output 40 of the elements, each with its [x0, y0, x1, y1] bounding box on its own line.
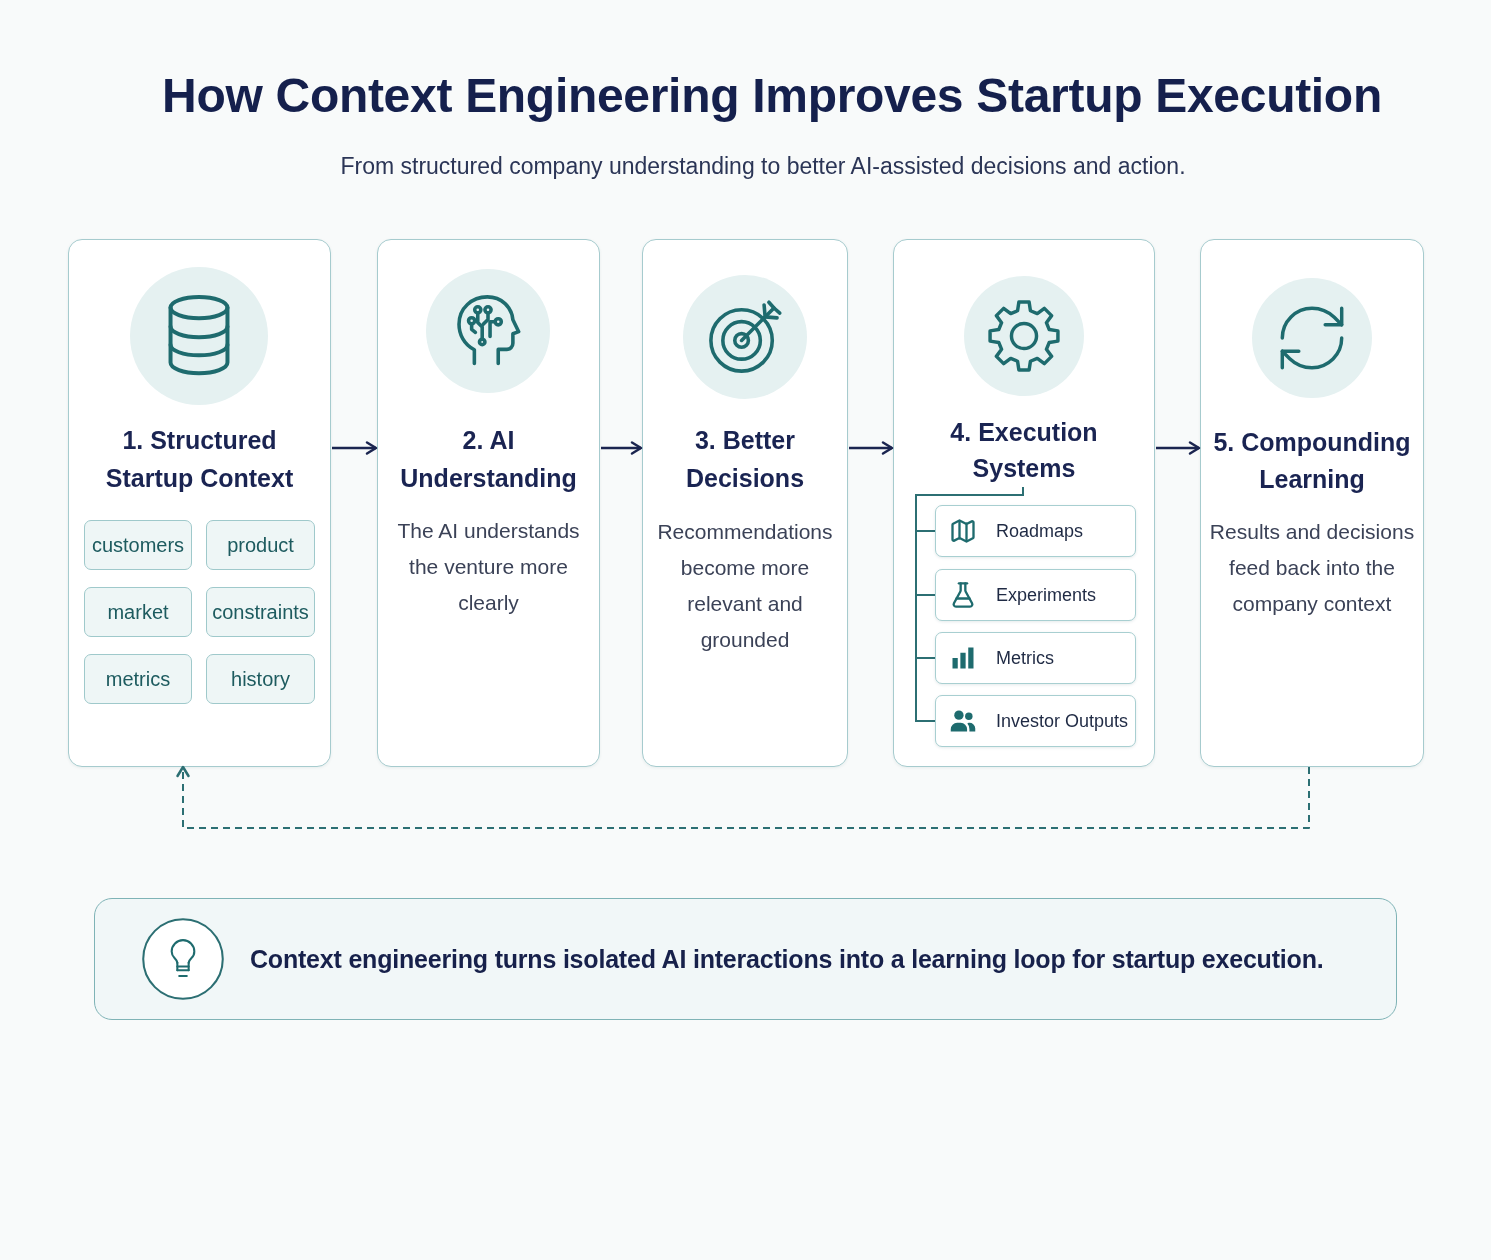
subtitle: From structured company understanding to better AI-assisted decisions and action. [339, 152, 1187, 181]
summary-banner [94, 898, 1397, 1020]
step-description: The AI understands the venture more clearly [396, 518, 581, 616]
arrow [332, 441, 378, 455]
connector-line [915, 594, 936, 596]
step-card [1200, 239, 1424, 767]
arrow [601, 441, 643, 455]
step-heading: 5. Compounding Learning [1212, 427, 1412, 495]
item-label: Experiments [996, 584, 1097, 606]
step-card [68, 239, 331, 767]
step-card [893, 239, 1155, 767]
context-tag: constraints [206, 587, 315, 637]
dashed-arrow [176, 765, 1310, 829]
step-description: Results and decisions feed back into the company context [1208, 519, 1416, 617]
output-item [935, 632, 1136, 684]
step-heading: 3. Better Decisions [684, 425, 806, 494]
context-tag: customers [84, 520, 192, 570]
item-label: Roadmaps [996, 520, 1084, 542]
step-heading: 1. Structured Startup Context [104, 425, 295, 494]
connector-line [915, 530, 936, 532]
step-heading: 2. AI Understanding [399, 425, 578, 494]
arrow [1156, 441, 1201, 455]
step-card [377, 239, 600, 767]
context-tag: market [84, 587, 192, 637]
context-tag: metrics [84, 654, 192, 704]
context-tag: product [206, 520, 315, 570]
arrow [849, 441, 894, 455]
output-item [935, 505, 1136, 557]
item-label: Metrics [996, 647, 1054, 669]
step-description: Recommendations become more relevant and grounded [656, 519, 834, 653]
summary-text: Context engineering turns isolated AI interactions into a learning loop for startup execution. [250, 944, 1324, 975]
step-heading: 4. Execution Systems [949, 417, 1099, 484]
output-item [935, 695, 1136, 747]
step-card [642, 239, 848, 767]
output-item [935, 569, 1136, 621]
connector-line [915, 657, 936, 659]
item-label: Investor Outputs [996, 710, 1129, 732]
connector-line [915, 720, 936, 722]
page-title: How Context Engineering Improves Startup Execution [161, 68, 1383, 124]
context-tag: history [206, 654, 315, 704]
